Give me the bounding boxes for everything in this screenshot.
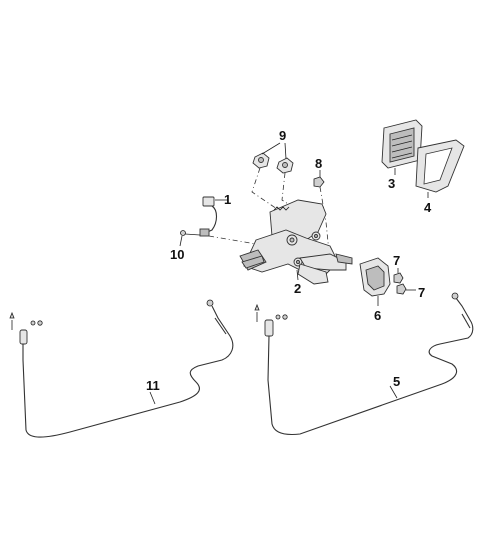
part-7-screw-upper: [393, 268, 404, 284]
callout-11: 11: [146, 378, 160, 393]
part-3-grille-cover: [381, 119, 423, 169]
part-2-bracket-assembly: [239, 199, 353, 285]
part-11-cable: [9, 299, 234, 438]
part-10-screw: [180, 230, 201, 236]
callout-3: 3: [388, 176, 395, 191]
part-8-bolt: [313, 170, 325, 188]
callout-5: 5: [393, 374, 400, 389]
callout-7-lower: 7: [418, 285, 425, 300]
callout-8: 8: [315, 156, 322, 171]
part-1-switch: [199, 196, 218, 237]
callout-2: 2: [294, 281, 301, 296]
part-9-caps: [252, 152, 294, 174]
callout-1: 1: [224, 192, 231, 207]
part-7-screw-lower: [396, 283, 416, 295]
callout-4: 4: [424, 200, 432, 215]
callout-9: 9: [279, 128, 286, 143]
part-6-pedal-pad: [359, 257, 391, 297]
callout-10: 10: [170, 247, 184, 262]
part-5-cable: [254, 292, 474, 436]
part-4-frame: [415, 139, 465, 193]
callout-6: 6: [374, 308, 381, 323]
callout-7-upper: 7: [393, 253, 400, 268]
